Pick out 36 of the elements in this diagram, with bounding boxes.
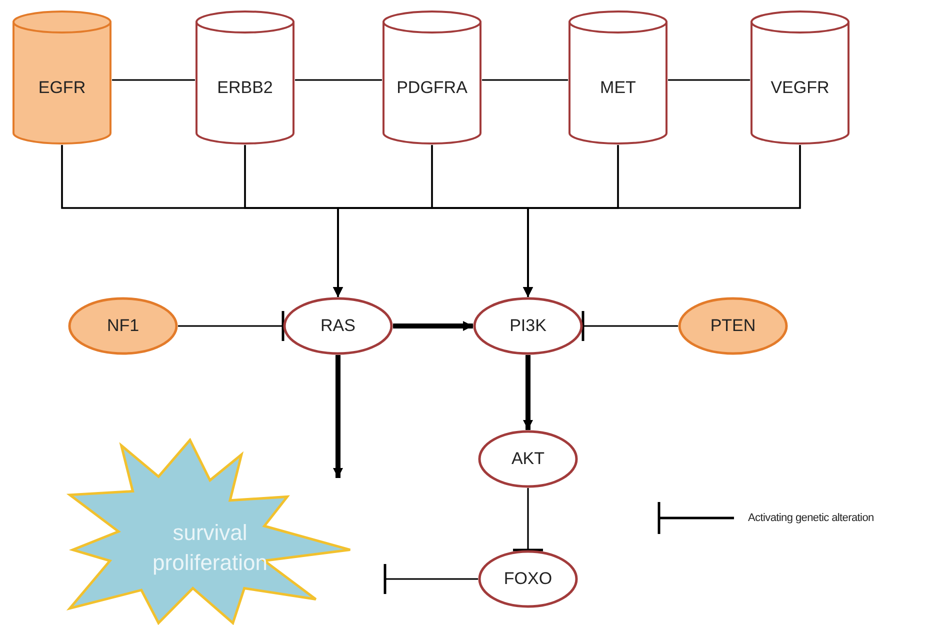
inhibition-line [384,562,478,596]
node-label: PTEN [710,315,756,338]
node-label: RAS [320,315,356,338]
legend-label: Activating genetic alteration [748,510,874,526]
receptor-cylinder [12,10,112,145]
arrow [523,355,533,430]
node-label: MET [600,76,636,99]
protein-ellipse [283,297,393,355]
node-label: NF1 [106,315,140,338]
protein-ellipse [68,297,178,355]
connector-line [295,79,382,81]
receptor-cylinder [568,10,668,145]
node-label: ERBB2 [217,76,273,99]
arrow [523,145,801,297]
inhibition-line [582,310,678,342]
arrow [333,355,343,478]
node-label: PDGFRA [396,76,468,99]
node-label: EGFR [38,76,86,99]
protein-ellipse [678,297,788,355]
inhibition-line [512,488,544,552]
receptor-cylinder [382,10,482,145]
node-label: survival proliferation [152,518,268,577]
node-label: PI3K [510,315,546,338]
connector-line [482,79,568,81]
receptor-cylinder [195,10,295,145]
node-label: VEGFR [770,76,830,99]
protein-ellipse [473,297,583,355]
arrow [393,321,473,331]
inhibition-line [178,310,284,342]
node-label: FOXO [504,568,552,590]
node-label: AKT [511,448,545,470]
receptor-cylinder [750,10,850,145]
protein-ellipse [478,430,578,488]
connector-line [112,79,195,81]
connector-line [668,79,750,81]
protein-ellipse [478,550,578,608]
